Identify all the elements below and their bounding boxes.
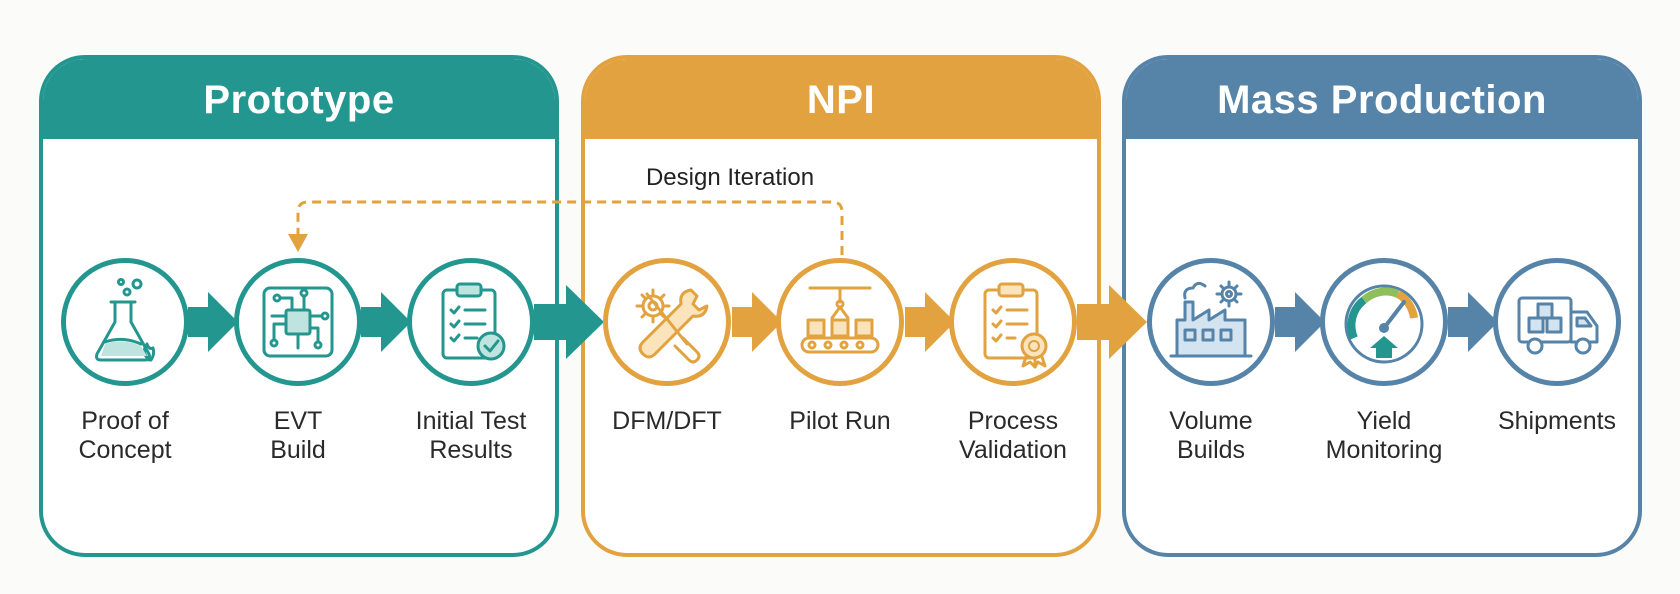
step-label-pilot-run: Pilot Run xyxy=(789,407,891,435)
gauge-icon xyxy=(1344,284,1424,364)
step-node-yield-monitoring xyxy=(1320,258,1448,386)
phase-title-prototype: Prototype xyxy=(43,59,555,139)
step-label-dfm-dft: DFM/DFT xyxy=(612,407,722,435)
step-label-evt-build: EVT Build xyxy=(270,407,326,464)
step-label-shipments: Shipments xyxy=(1497,407,1617,435)
phase-title-npi: NPI xyxy=(585,59,1097,139)
step-label-proof-of-concept: Proof of Concept xyxy=(78,407,172,464)
step-node-process-validation xyxy=(949,258,1077,386)
step-node-volume-builds xyxy=(1147,258,1275,386)
clipboard-badge-icon xyxy=(983,282,1048,369)
loop-arrowhead xyxy=(288,234,308,252)
step-label-initial-test-results: Initial Test Results xyxy=(415,407,527,464)
conveyor-icon xyxy=(800,286,880,354)
flow-arrow xyxy=(1275,292,1325,352)
step-node-shipments xyxy=(1493,258,1621,386)
gear-wrench-icon xyxy=(635,288,709,364)
clipboard-check-icon xyxy=(441,282,506,361)
step-node-pilot-run xyxy=(776,258,904,386)
flow-arrow xyxy=(1448,292,1498,352)
step-label-process-validation: Process Validation xyxy=(959,407,1067,464)
phase-title-mass-production: Mass Production xyxy=(1126,59,1638,139)
flow-arrow xyxy=(188,292,238,352)
flask-icon xyxy=(95,278,156,362)
flow-arrow xyxy=(732,292,782,352)
step-node-dfm-dft xyxy=(603,258,731,386)
step-node-evt-build xyxy=(234,258,362,386)
design-iteration-loop xyxy=(296,200,844,255)
step-node-initial-test-results xyxy=(407,258,535,386)
step-node-proof-of-concept xyxy=(61,258,189,386)
flow-arrow xyxy=(905,292,955,352)
step-label-yield-monitoring: Yield Monitoring xyxy=(1325,407,1443,464)
phase-transition-arrow xyxy=(1077,285,1147,359)
phase-transition-arrow xyxy=(534,285,604,359)
flow-arrow xyxy=(361,292,411,352)
design-iteration-label: Design Iteration xyxy=(645,164,815,191)
truck-icon xyxy=(1517,296,1599,355)
step-label-volume-builds: Volume Builds xyxy=(1169,407,1253,464)
factory-icon xyxy=(1169,280,1253,358)
circuit-board-icon xyxy=(262,286,334,358)
